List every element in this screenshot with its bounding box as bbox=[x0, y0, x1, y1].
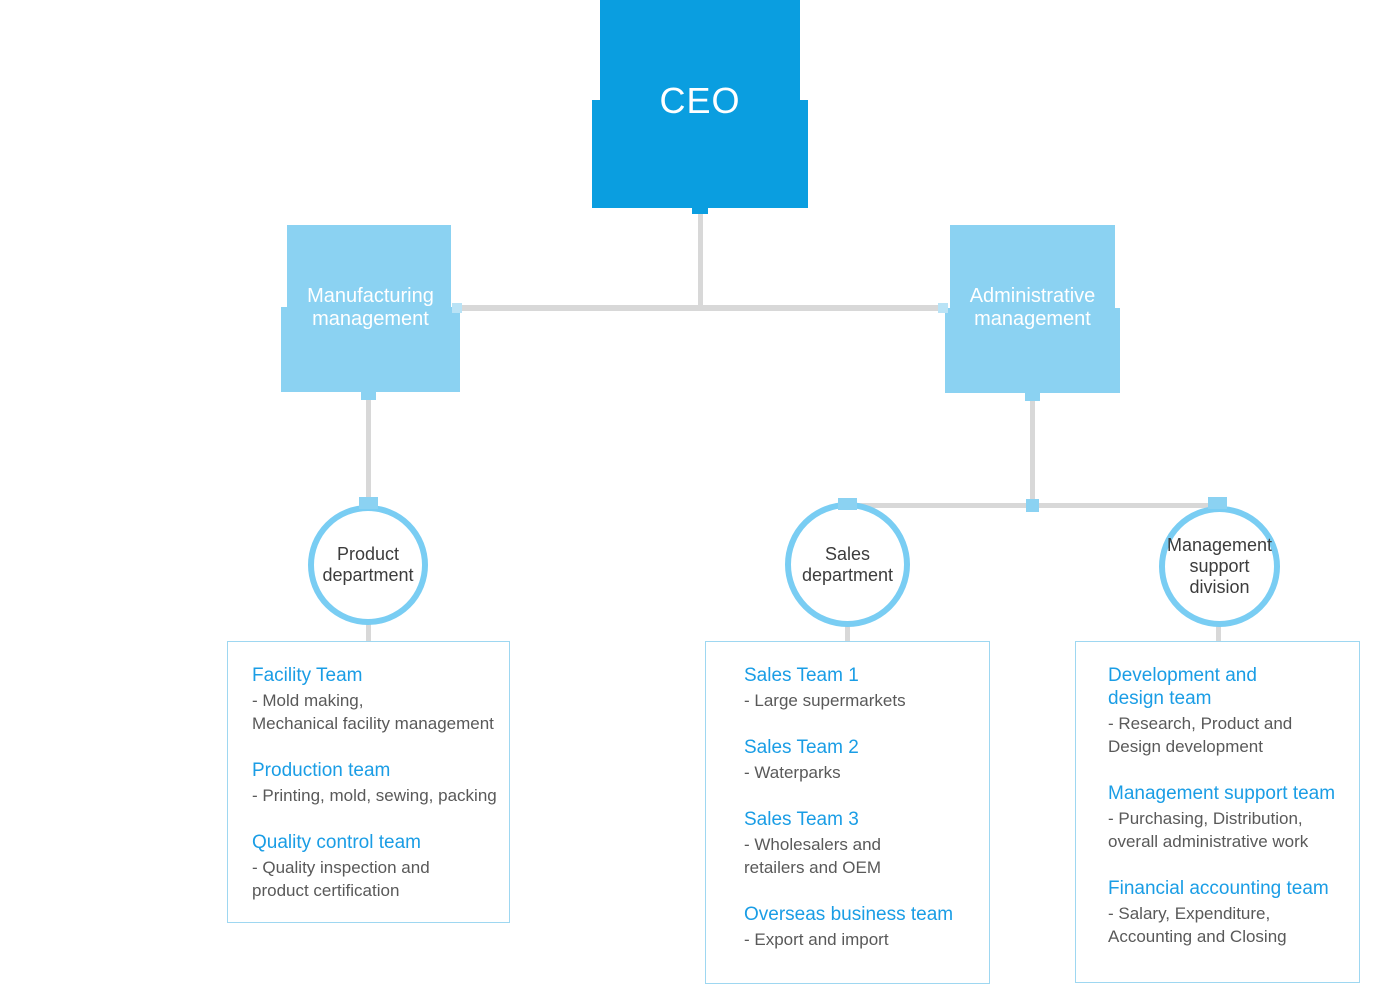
administrative-management-label: Administrative management bbox=[969, 285, 1096, 330]
manufacturing-node-top-shape bbox=[287, 225, 451, 315]
sales-department-label: Sales department bbox=[801, 543, 894, 585]
team-entry: Sales Team 3 - Wholesalers and retailers… bbox=[744, 808, 983, 879]
administrative-left-marker bbox=[938, 303, 948, 313]
team-name: Sales Team 3 bbox=[744, 809, 859, 830]
team-name: Facility Team bbox=[252, 665, 363, 686]
team-name: Development and design team bbox=[1108, 665, 1257, 709]
manufacturing-node-bottom-shape bbox=[281, 307, 460, 392]
product-team-box: Facility Team - Mold making, Mechanical … bbox=[227, 641, 510, 923]
team-desc: - Quality inspection and product certifi… bbox=[252, 858, 430, 900]
team-entry: Facility Team - Mold making, Mechanical … bbox=[252, 664, 503, 735]
sales-team-box: Sales Team 1 - Large supermarkets Sales … bbox=[705, 641, 990, 984]
manufacturing-management-node: Manufacturing management bbox=[281, 225, 460, 392]
team-name: Production team bbox=[252, 760, 391, 781]
ceo-bottom-marker bbox=[692, 203, 708, 214]
team-name: Quality control team bbox=[252, 832, 421, 853]
team-name: Sales Team 1 bbox=[744, 665, 859, 686]
team-entry: Quality control team - Quality inspectio… bbox=[252, 831, 503, 902]
team-desc: - Waterparks bbox=[744, 763, 841, 782]
team-desc: - Mold making, Mechanical facility manag… bbox=[252, 691, 494, 733]
manufacturing-right-marker bbox=[452, 303, 462, 313]
manufacturing-management-label: Manufacturing management bbox=[307, 285, 434, 330]
connector-level2-horizontal bbox=[458, 305, 946, 311]
connector-support-drop bbox=[1216, 623, 1221, 641]
connector-sales-drop bbox=[845, 625, 850, 641]
ceo-label: CEO bbox=[659, 80, 741, 121]
product-circle-marker bbox=[359, 497, 378, 509]
ceo-node-top-shape bbox=[600, 0, 800, 110]
team-name: Management support team bbox=[1108, 783, 1336, 804]
connector-administrative-vertical bbox=[1030, 393, 1035, 505]
team-desc: - Large supermarkets bbox=[744, 691, 906, 710]
support-team-box: Development and design team - Research, … bbox=[1075, 641, 1360, 983]
team-entry: Overseas business team - Export and impo… bbox=[744, 903, 983, 951]
management-support-division-label: Management support division bbox=[1166, 535, 1273, 597]
administrative-management-node: Administrative management bbox=[945, 225, 1120, 393]
team-desc: - Research, Product and Design developme… bbox=[1108, 714, 1293, 756]
sales-department-circle: Sales department bbox=[785, 502, 910, 627]
product-department-circle: Product department bbox=[308, 505, 428, 625]
team-desc: - Purchasing, Distribution, overall admi… bbox=[1108, 809, 1309, 851]
team-entry: Sales Team 1 - Large supermarkets bbox=[744, 664, 983, 712]
team-entry: Financial accounting team - Salary, Expe… bbox=[1108, 877, 1353, 948]
product-department-label: Product department bbox=[322, 544, 414, 585]
connector-product-drop bbox=[366, 622, 371, 641]
team-name: Sales Team 2 bbox=[744, 737, 859, 758]
support-circle-marker bbox=[1208, 497, 1227, 509]
administrative-node-top-shape bbox=[950, 225, 1115, 316]
sales-circle-marker bbox=[838, 498, 857, 510]
team-name: Financial accounting team bbox=[1108, 878, 1329, 899]
team-entry: Management support team - Purchasing, Di… bbox=[1108, 782, 1353, 853]
team-entry: Sales Team 2 - Waterparks bbox=[744, 736, 983, 784]
team-desc: - Salary, Expenditure, Accounting and Cl… bbox=[1108, 904, 1287, 946]
team-desc: - Printing, mold, sewing, packing bbox=[252, 786, 497, 805]
team-desc: - Wholesalers and retailers and OEM bbox=[744, 835, 882, 877]
ceo-node: CEO bbox=[592, 0, 808, 208]
connector-manufacturing-vertical bbox=[366, 392, 371, 504]
ceo-node-bottom-shape bbox=[592, 100, 808, 208]
team-entry: Development and design team - Research, … bbox=[1108, 664, 1353, 758]
administrative-node-bottom-shape bbox=[945, 308, 1120, 393]
team-entry: Production team - Printing, mold, sewing… bbox=[252, 759, 503, 807]
team-name: Overseas business team bbox=[744, 904, 954, 925]
management-support-division-circle: Management support division bbox=[1159, 506, 1280, 627]
manufacturing-bottom-marker bbox=[361, 391, 376, 400]
connector-ceo-vertical bbox=[698, 208, 703, 308]
level3-junction-marker bbox=[1026, 499, 1039, 512]
team-desc: - Export and import bbox=[744, 930, 889, 949]
administrative-bottom-marker bbox=[1025, 392, 1040, 401]
